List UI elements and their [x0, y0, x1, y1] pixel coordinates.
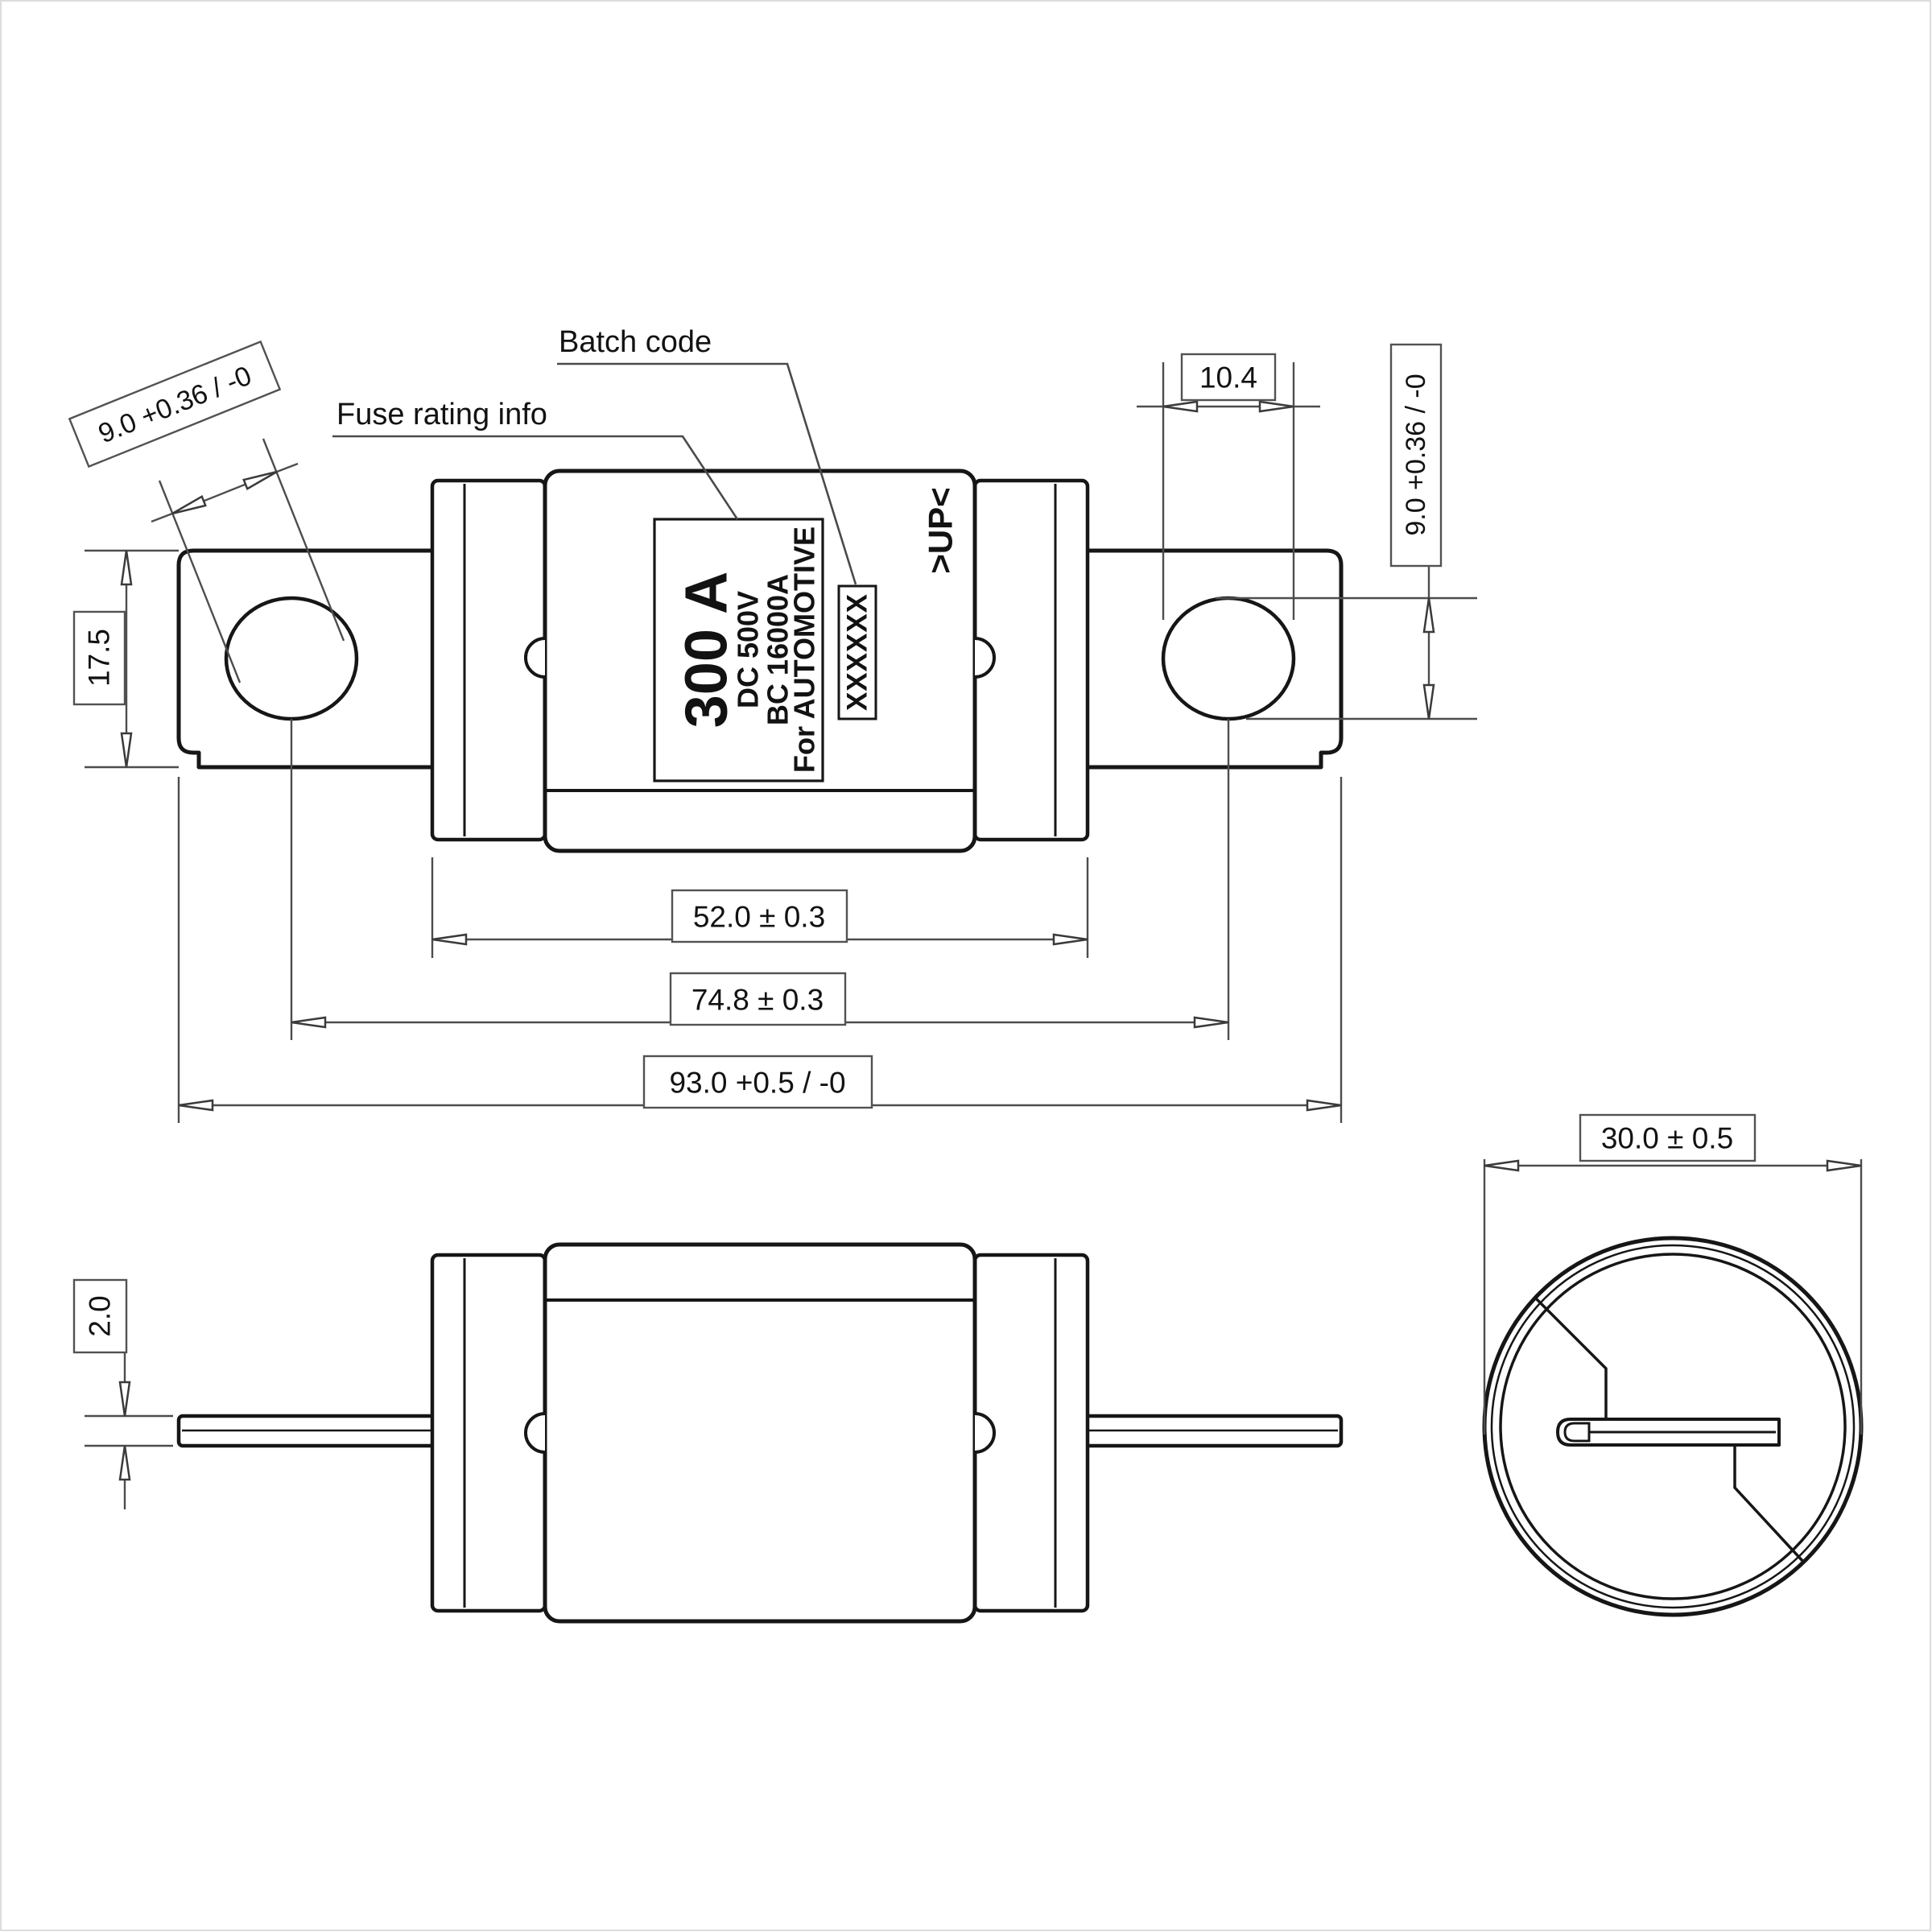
- dim-hole-size-right: 9.0 +0.36 / -0: [1216, 343, 1477, 720]
- dim-hole-size-right-text: 9.0 +0.36 / -0: [1401, 374, 1431, 535]
- left-rivet-bump: [524, 637, 546, 679]
- body-middle-circle: [1490, 1244, 1856, 1609]
- rating-voltage-text: DC 500V: [732, 591, 765, 708]
- fuse-rating-info-label: Fuse rating info: [336, 398, 547, 431]
- top-view: 300 A DC 500V BC 16000A For AUTOMOTIVE X…: [176, 469, 1344, 1040]
- dim-body-diameter-text: 30.0 ± 0.5: [1601, 1122, 1733, 1155]
- dim-terminal-height-text: 17.5: [83, 629, 116, 687]
- left-rivet-bump-side: [524, 1412, 546, 1454]
- dim-hole-center-distance-text: 74.8 ± 0.3: [691, 984, 824, 1017]
- batch-code-label: Batch code: [559, 325, 712, 359]
- dim-overall-length-text: 93.0 +0.5 / -0: [669, 1067, 845, 1100]
- callout-fuse-rating-info: Fuse rating info: [332, 398, 739, 520]
- right-rivet-bump: [974, 637, 996, 679]
- rating-label-outline: [653, 518, 824, 782]
- dim-hole-slot-length-text: 10.4: [1199, 361, 1257, 394]
- dim-terminal-height: 17.5: [72, 549, 179, 769]
- fuse-rating-leader-line: [332, 435, 739, 520]
- rating-breaking-capacity-text: BC 16000A: [762, 574, 795, 725]
- dim-terminal-thickness-text: 2.0: [84, 1295, 117, 1336]
- dim-hole-center-distance: 74.8 ± 0.3: [291, 972, 1229, 1029]
- right-rivet-bump-side: [974, 1412, 996, 1454]
- batch-code-leader-line: [557, 362, 857, 585]
- blade-tip-inner-outline: [1563, 1422, 1591, 1443]
- dim-cap-to-cap-length: 52.0 ± 0.3: [431, 857, 1089, 958]
- element-bend-line-lower: [1733, 1445, 1806, 1564]
- dim-cap-to-cap-text: 52.0 ± 0.3: [693, 901, 825, 934]
- dim-hole-slot-length: 10.4: [1137, 353, 1320, 620]
- body-inner-circle: [1499, 1253, 1847, 1600]
- callout-batch-code: Batch code: [557, 325, 857, 585]
- dim-overall-length: 93.0 +0.5 / -0: [177, 777, 1343, 1123]
- batch-code-placeholder-text: XXXXXX: [842, 593, 873, 711]
- rating-application-text: For AUTOMOTIVE: [788, 526, 821, 773]
- rating-current-text: 300 A: [673, 572, 740, 729]
- up-orientation-marking: >UP<: [922, 487, 960, 573]
- batch-code-box: [837, 584, 877, 720]
- end-view: [1482, 1236, 1864, 1617]
- element-bend-line-upper: [1534, 1296, 1608, 1419]
- dim-body-diameter: 30.0 ± 0.5: [1483, 1113, 1863, 1435]
- side-view: [176, 1242, 1344, 1624]
- dim-terminal-thickness: 2.0: [72, 1278, 173, 1509]
